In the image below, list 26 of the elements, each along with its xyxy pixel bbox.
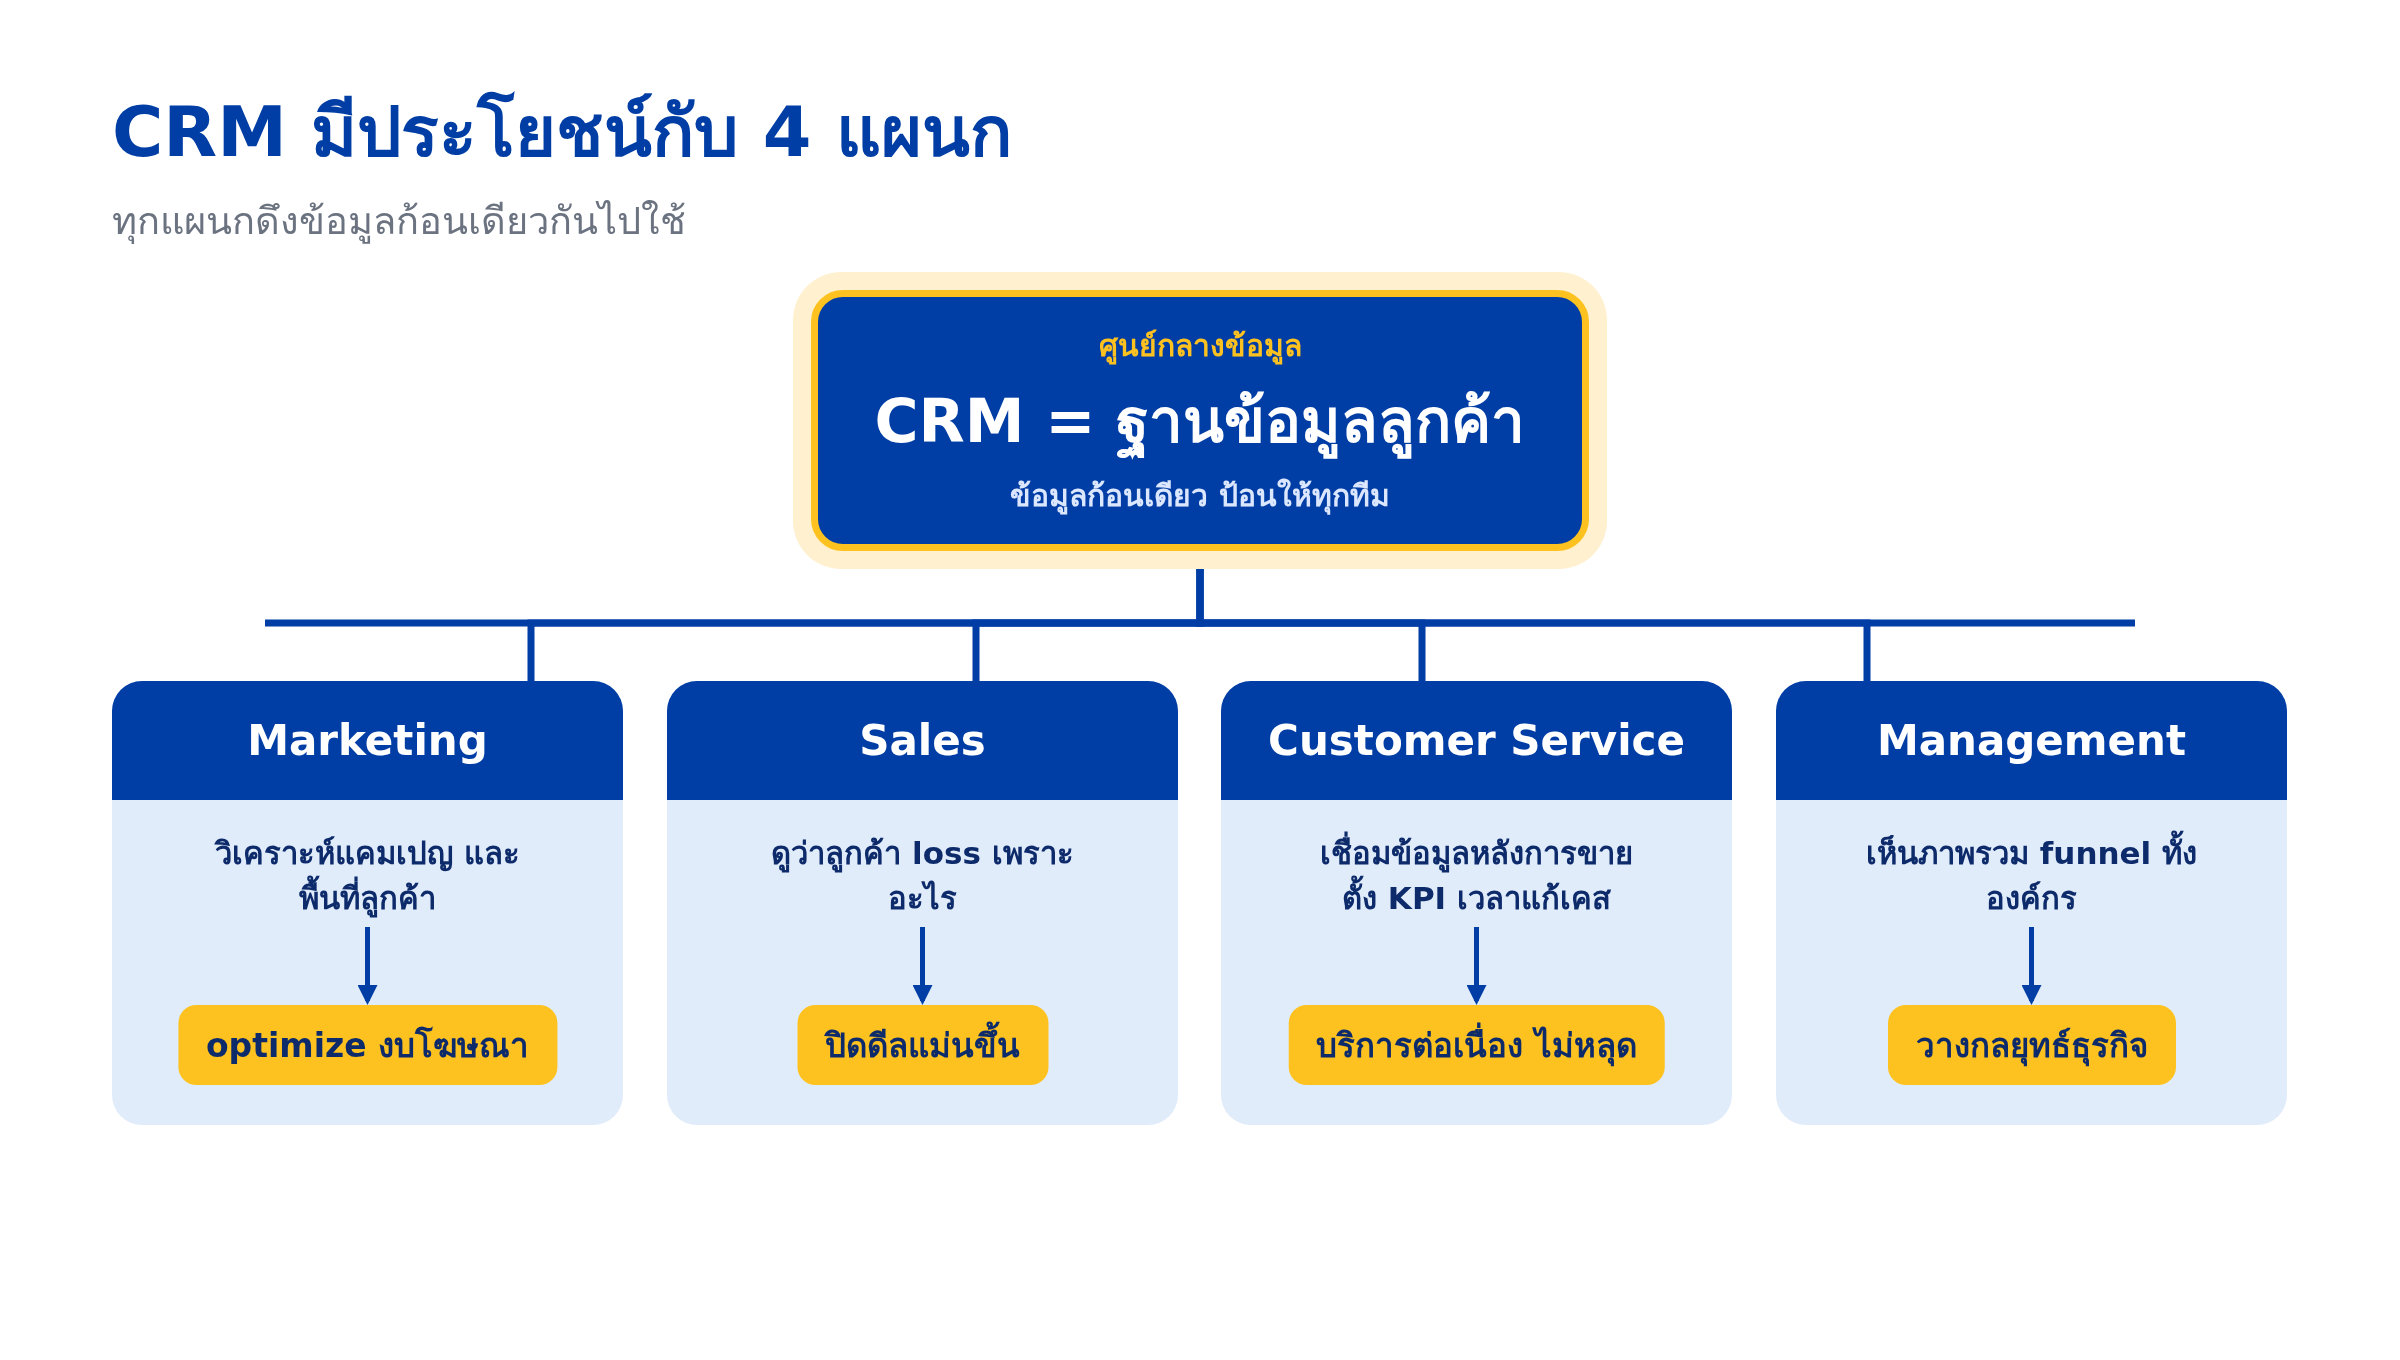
- card-header: Customer Service: [1221, 681, 1732, 800]
- card-text: วิเคราะห์แคมเปญ และพื้นที่ลูกค้า: [197, 831, 538, 921]
- arrow: [357, 927, 378, 1005]
- hub-box: [793, 272, 1607, 569]
- arrow: [2021, 927, 2042, 1005]
- card-header: Sales: [667, 681, 1178, 800]
- title: CRM มีประโยชน์กับ 4 แผนก: [112, 90, 1012, 175]
- department-card: [1221, 681, 1732, 1125]
- card-text: ดูว่าลูกค้า loss เพราะอะไร: [752, 831, 1093, 921]
- result-pill: ปิดดีลแม่นขึ้น: [797, 1005, 1048, 1085]
- box-label: ศูนย์กลางข้อมูล: [1098, 327, 1302, 367]
- result-pill: optimize งบโฆษณา: [177, 1005, 558, 1085]
- arrow: [1466, 927, 1487, 1005]
- card-header: Management: [1776, 681, 2287, 800]
- subtitle: ทุกแผนกดึงข้อมูลก้อนเดียวกันไปใช้: [112, 198, 686, 246]
- result-pill: บริการต่อเนื่อง ไม่หลุด: [1288, 1005, 1665, 1085]
- department-card: [1776, 681, 2287, 1125]
- card-text: เห็นภาพรวม funnel ทั้งองค์กร: [1861, 831, 2202, 921]
- box-subtitle: ข้อมูลก้อนเดียว ป้อนให้ทุกทีม: [1010, 477, 1390, 517]
- box-title: CRM = ฐานข้อมูลลูกค้า: [874, 373, 1526, 468]
- arrow: [912, 927, 933, 1005]
- result-pill: วางกลยุทธ์ธุรกิจ: [1887, 1005, 2176, 1085]
- department-card: [112, 681, 623, 1125]
- department-card: [667, 681, 1178, 1125]
- card-header: Marketing: [112, 681, 623, 800]
- card-text: เชื่อมข้อมูลหลังการขาย ตั้ง KPI เวลาแก้เคส: [1306, 831, 1647, 921]
